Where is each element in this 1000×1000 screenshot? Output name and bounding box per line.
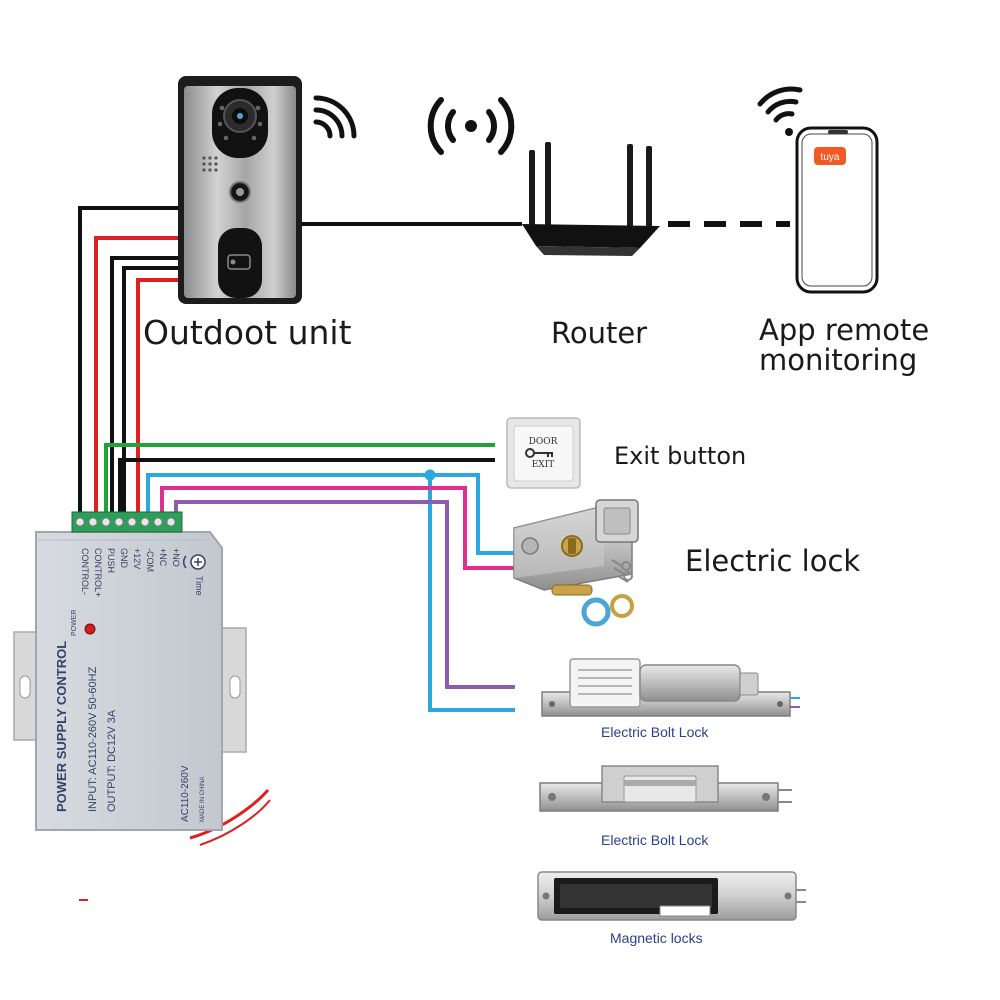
- electric-lock-icon: [513, 499, 639, 627]
- exit-button-label: Exit button: [614, 442, 746, 470]
- wire-magenta-nc: [160, 486, 515, 570]
- wire-black-gnd: [122, 266, 180, 515]
- psu-title: POWER SUPPLY CONTROL: [54, 641, 69, 812]
- app-label-line1: App remote: [759, 313, 929, 347]
- psu-made-in: MADE IN CHINA: [200, 777, 206, 822]
- wire-blue-branch: [428, 475, 515, 712]
- mains-cable-2: [199, 799, 271, 846]
- app-badge-text: tuya: [821, 152, 840, 163]
- terminal-label-1: CONTROL+: [93, 548, 103, 597]
- exit-button-icon: DOOR EXIT: [506, 417, 581, 489]
- smartphone-icon: tuya: [795, 126, 879, 294]
- wire-red-control-plus: [94, 236, 180, 515]
- terminal-label-7: +NO: [171, 548, 181, 567]
- wire-red-12v: [136, 278, 180, 515]
- strike-lock-icon: [539, 765, 792, 812]
- wifi-icon: [313, 95, 357, 139]
- power-supply-icon: CONTROL- CONTROL+ PUSH GND +12V -COM +NC…: [13, 511, 247, 831]
- wire-green-exit: [104, 443, 495, 515]
- exit-plate-text-2: EXIT: [532, 460, 555, 470]
- terminal-label-0: CONTROL-: [80, 548, 90, 595]
- door-station-icon: [178, 76, 302, 304]
- time-label: Time: [194, 576, 204, 596]
- app-label-line2: monitoring: [759, 343, 917, 377]
- wire-purple-no: [174, 500, 515, 689]
- power-led-icon: [84, 623, 96, 635]
- wires: [78, 206, 790, 901]
- psu-ac-spec: AC110-260V: [180, 765, 191, 822]
- wire-black-control-minus: [78, 206, 180, 515]
- electric-bolt-lock-2-label: Electric Bolt Lock: [601, 832, 709, 848]
- electric-bolt-lock-1-label: Electric Bolt Lock: [601, 724, 709, 740]
- wifi-icon: [757, 86, 803, 136]
- electric-lock-label: Electric lock: [685, 544, 860, 578]
- wire-blue-com: [146, 473, 515, 555]
- outdoor-unit-label: Outdoot unit: [143, 313, 352, 352]
- mains-cable: [189, 789, 270, 840]
- router-label: Router: [551, 316, 647, 350]
- key-icon: [525, 448, 553, 458]
- wifi-icon: [427, 97, 515, 155]
- wire-black-push: [110, 256, 180, 515]
- terminal-label-6: +NC: [158, 548, 168, 567]
- terminal-label-4: +12V: [132, 548, 142, 569]
- magnetic-lock-icon: [537, 871, 806, 921]
- router-icon: [522, 142, 660, 256]
- wire-black-exit: [118, 458, 495, 515]
- terminal-label-2: PUSH: [106, 548, 116, 573]
- exit-plate-text-1: DOOR: [529, 437, 558, 447]
- wire-junction-dot: [424, 469, 436, 481]
- psu-output-spec: OUTPUT: DC12V 3A: [106, 709, 118, 812]
- time-adjust-icon: [182, 554, 206, 570]
- terminal-label-5: -COM: [145, 548, 155, 572]
- terminal-label-3: GND: [119, 548, 129, 569]
- psu-input-spec: INPUT: AC110-260V 50-60HZ: [87, 666, 99, 812]
- magnetic-locks-label: Magnetic locks: [610, 930, 703, 946]
- power-led-label: POWER: [71, 610, 78, 636]
- bolt-lock-icon: [541, 658, 800, 717]
- app-badge-icon: [814, 147, 846, 165]
